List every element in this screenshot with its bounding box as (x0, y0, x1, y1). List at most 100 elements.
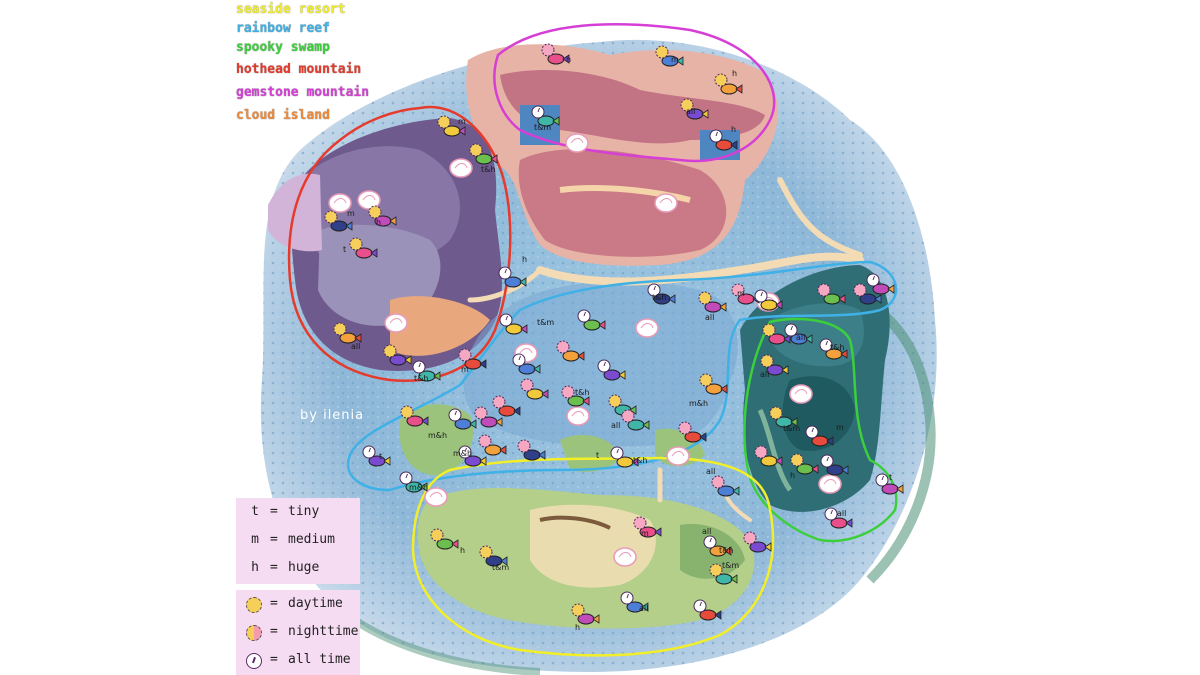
fish-marker (400, 405, 429, 427)
fish-tail (730, 140, 738, 150)
fish-marker (647, 283, 676, 305)
fish-marker (824, 507, 853, 529)
night-moon-icon (731, 283, 745, 297)
fish-size-tag: m (671, 55, 679, 64)
day-sun-icon (368, 205, 382, 219)
fish-marker (437, 115, 466, 137)
fish-tail (479, 456, 487, 466)
shell-icon (328, 193, 352, 213)
fish-size-tag: h (732, 69, 737, 78)
fish-icon (749, 541, 767, 553)
fish-icon (523, 449, 541, 461)
fish-icon (704, 301, 722, 313)
clock-hand (505, 315, 508, 321)
fish-size-tag: all (639, 604, 648, 613)
fish-marker (762, 323, 791, 345)
fish-icon (498, 405, 516, 417)
fish-tail (735, 84, 743, 94)
day-sun-icon (655, 45, 669, 59)
night-moon-icon (517, 439, 531, 453)
fish-icon (684, 431, 702, 443)
fish-tail (520, 324, 528, 334)
fish-size-tag: m&h (689, 399, 708, 408)
clock-hand (715, 131, 718, 137)
fish-size-tag: h (460, 546, 465, 555)
fish-size-tag: m&h (453, 449, 472, 458)
fish-tail (469, 419, 477, 429)
fish-tail (720, 384, 728, 394)
night-moon-icon (541, 43, 555, 57)
night-moon-icon (556, 340, 570, 354)
day-sun-icon (698, 291, 712, 305)
day-sun-icon (246, 597, 262, 613)
fish-tail (790, 417, 798, 427)
fish-icon (859, 293, 877, 305)
fish-size-tag: h (731, 125, 736, 134)
fish-tail (538, 450, 546, 460)
legend-region-5: cloud island (236, 108, 330, 123)
fish-size-tag: t&h (652, 293, 666, 302)
clock-hand (504, 268, 507, 274)
clock-hand (583, 311, 586, 317)
clock-icon (246, 653, 262, 669)
fish-marker (760, 354, 789, 376)
fish-size-tag: m (347, 209, 355, 218)
fish-size-tag: h (376, 218, 381, 227)
legend-region-3: hothead mountain (236, 62, 362, 77)
fish-marker (333, 322, 362, 344)
legend-region-1: rainbow reef (236, 21, 330, 36)
day-sun-icon (437, 115, 451, 129)
fish-size-tag: t (343, 245, 346, 254)
fish-marker (474, 406, 503, 428)
clock-hand (464, 447, 467, 453)
fish-tail (479, 359, 487, 369)
fish-size-tag: t&m (722, 561, 739, 570)
fish-tail (730, 574, 738, 584)
fish-tail (701, 109, 709, 119)
size-letter: m (251, 532, 259, 547)
fish-icon (562, 350, 580, 362)
fish-icon (480, 416, 498, 428)
fish-icon (705, 383, 723, 395)
fish-marker (790, 453, 819, 475)
fish-marker (478, 434, 507, 456)
fish-tail (541, 389, 549, 399)
clock-hand (825, 340, 828, 346)
clock-hand (790, 325, 793, 331)
time-label: nighttime (288, 624, 359, 639)
clock-hand (454, 410, 457, 416)
fish-size-tag: t&h (414, 374, 428, 383)
fish-size-tag: t&h (719, 546, 733, 555)
shell-icon (566, 406, 590, 426)
spooky-swamp-outline (743, 317, 898, 543)
night-moon-icon (520, 378, 534, 392)
fish-marker (709, 563, 738, 585)
day-sun-icon (430, 528, 444, 542)
day-sun-icon (469, 143, 483, 157)
time-label: all time (288, 652, 351, 667)
day-sun-icon (714, 73, 728, 87)
fish-tail (533, 364, 541, 374)
fish-icon (330, 220, 348, 232)
fish-marker (517, 439, 546, 461)
fish-marker (754, 289, 783, 311)
equals-sign: = (270, 652, 278, 667)
clock-hand (626, 593, 629, 599)
fish-size-tag: t&m (783, 424, 800, 433)
fish-tail (420, 482, 428, 492)
night-moon-icon (492, 395, 506, 409)
fish-marker (541, 43, 570, 65)
night-moon-icon (561, 385, 575, 399)
fish-size-tag: m (641, 529, 649, 538)
fish-size-tag: t&h (633, 456, 647, 465)
fish-tail (592, 614, 600, 624)
seaside-resort-land (417, 488, 755, 629)
fish-tail (724, 546, 732, 556)
size-key: t = tiny m = medium h = huge (236, 498, 360, 584)
fish-icon (768, 333, 786, 345)
fish-tail (552, 116, 560, 126)
fish-marker (784, 323, 813, 345)
fish-marker (693, 599, 722, 621)
fish-size-tag: all (351, 342, 360, 351)
fish-marker (458, 348, 487, 370)
